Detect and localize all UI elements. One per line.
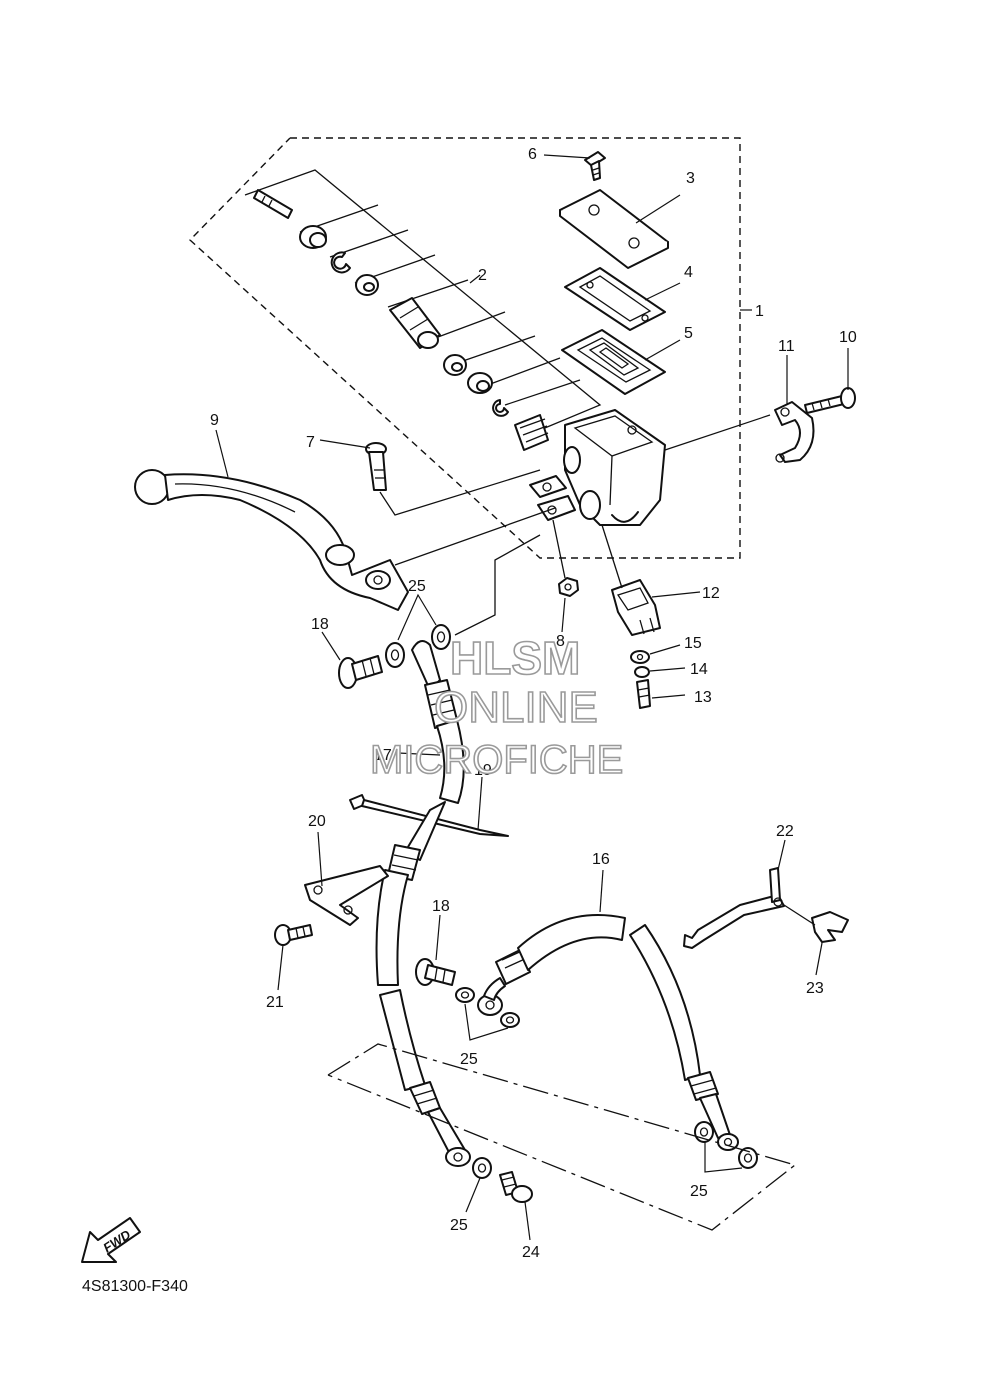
watermark-line-2: ONLINE bbox=[434, 683, 598, 732]
fwd-arrow-icon: FWD bbox=[81, 1217, 141, 1263]
callout-10: 10 bbox=[839, 329, 857, 346]
watermark-line-3: MICROFICHE bbox=[370, 738, 623, 782]
hose-bracket bbox=[683, 839, 786, 949]
brake-light-switch bbox=[601, 524, 701, 636]
hose-clamp bbox=[304, 831, 389, 926]
callout-3: 3 bbox=[686, 170, 695, 187]
brake-hose-caliper bbox=[477, 869, 739, 1151]
brake-hose-upper bbox=[397, 640, 465, 804]
callout-23: 23 bbox=[806, 980, 824, 997]
callout-8: 8 bbox=[556, 633, 565, 650]
clamp-bolt bbox=[274, 924, 313, 991]
handlebar-holder bbox=[774, 355, 815, 463]
callout-22: 22 bbox=[776, 823, 794, 840]
piston-kit-group bbox=[244, 169, 602, 451]
washer-15 bbox=[630, 644, 681, 664]
hose-clip bbox=[783, 904, 849, 976]
callout-16: 16 bbox=[592, 851, 610, 868]
callout-labels: 1 2 3 4 5 6 7 8 9 10 11 12 13 14 15 16 1… bbox=[210, 146, 857, 1261]
callout-4: 4 bbox=[684, 264, 693, 281]
callout-1: 1 bbox=[755, 303, 764, 320]
drawing-code: 4S81300-F340 bbox=[82, 1278, 188, 1295]
copper-washer-lower bbox=[465, 1157, 492, 1213]
callout-15: 15 bbox=[684, 635, 702, 652]
callout-19: 19 bbox=[474, 762, 492, 779]
union-bolt-middle bbox=[415, 914, 456, 986]
switch-screw bbox=[636, 679, 686, 709]
callout-11: 11 bbox=[778, 338, 795, 355]
callout-18-middle: 18 bbox=[432, 898, 450, 915]
pivot-bolt bbox=[319, 439, 541, 516]
callout-21: 21 bbox=[266, 994, 284, 1011]
lever-nut bbox=[552, 519, 579, 633]
cap-screw bbox=[543, 151, 606, 181]
union-bolt-upper bbox=[321, 631, 383, 689]
callout-25-lower: 25 bbox=[450, 1217, 468, 1234]
watermark: HLSM ONLINE MICROFICHE bbox=[369, 631, 624, 783]
holder-bolt bbox=[804, 348, 856, 414]
reservoir-diaphragm bbox=[561, 329, 681, 395]
callout-24: 24 bbox=[522, 1244, 540, 1261]
callout-25-upper: 25 bbox=[408, 578, 426, 595]
callout-14: 14 bbox=[690, 661, 708, 678]
callout-7: 7 bbox=[306, 434, 315, 451]
union-bolt-lower bbox=[499, 1171, 533, 1241]
reservoir-plate bbox=[564, 267, 681, 331]
callout-2: 2 bbox=[478, 267, 487, 284]
callout-20: 20 bbox=[308, 813, 326, 830]
callout-5: 5 bbox=[684, 325, 693, 342]
copper-washer-lower-right-b bbox=[738, 1147, 758, 1169]
callout-17: 17 bbox=[374, 747, 392, 764]
callout-13: 13 bbox=[694, 689, 712, 706]
copper-washer-middle-b bbox=[500, 1012, 520, 1028]
copper-washer-middle-a bbox=[455, 987, 475, 1003]
callout-18-upper: 18 bbox=[311, 616, 329, 633]
callout-25-middle: 25 bbox=[460, 1051, 478, 1068]
brake-lever bbox=[134, 429, 556, 611]
copper-washer-upper-b bbox=[431, 624, 451, 650]
callout-12: 12 bbox=[702, 585, 720, 602]
master-cylinder-assembly-boundary bbox=[188, 137, 752, 559]
master-cylinder-body bbox=[529, 409, 771, 526]
brake-hose-lower bbox=[375, 801, 471, 1167]
cable-tie bbox=[349, 776, 509, 837]
callout-25-right: 25 bbox=[690, 1183, 708, 1200]
callout-9: 9 bbox=[210, 412, 219, 429]
copper-washer-upper-a bbox=[385, 642, 405, 668]
watermark-line-1: HLSM bbox=[450, 632, 580, 684]
reservoir-cap bbox=[559, 189, 681, 269]
callout-6: 6 bbox=[528, 146, 537, 163]
washer-14 bbox=[634, 666, 686, 678]
